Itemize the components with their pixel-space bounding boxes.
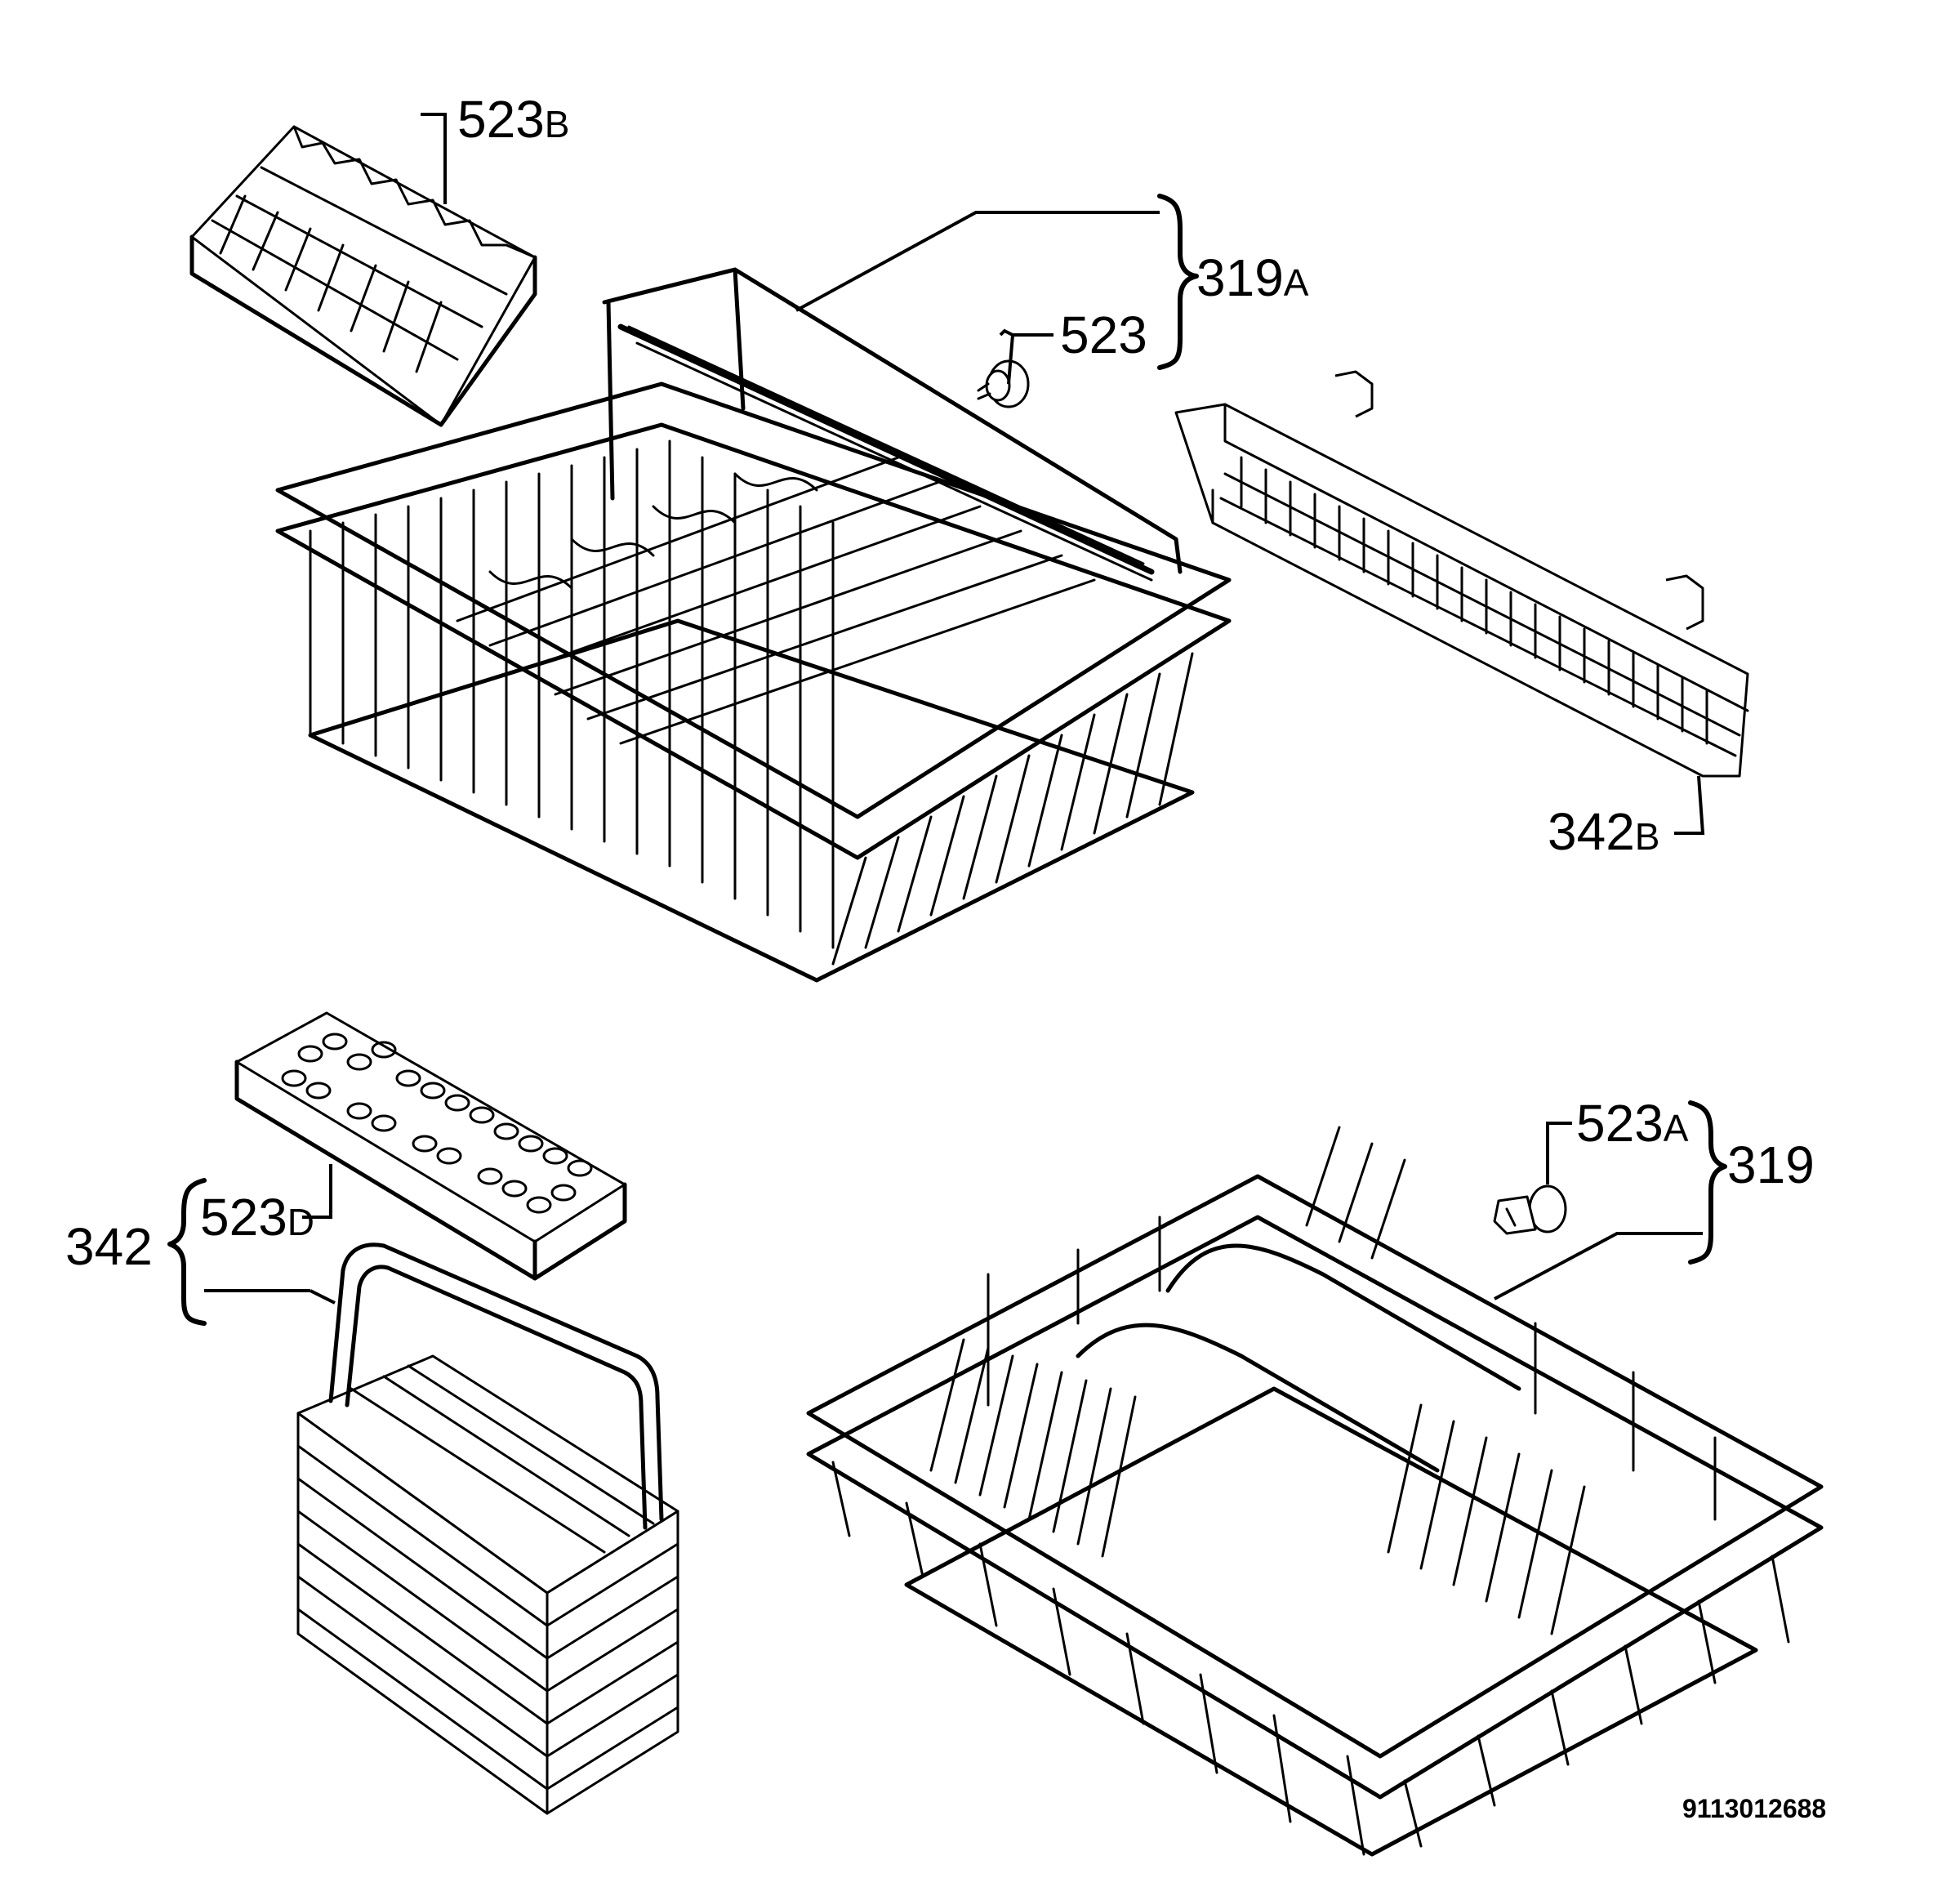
label-523: 523 [1060,306,1147,364]
part-319a-upper-basket [275,267,1232,983]
label-342: 342 [65,1217,153,1276]
label-523d: 523D [200,1188,314,1247]
label-523b: 523B [457,90,569,149]
leader-lines [204,113,1705,1305]
diagram-code: 9113012688 [1682,1794,1826,1823]
part-523a-wheel [1493,1184,1567,1235]
part-523d-cutlery-grid [234,1011,627,1281]
part-342b-cutlery-tray [1174,370,1749,778]
part-319-lower-basket [806,1126,1824,1857]
label-319: 319 [1727,1135,1815,1194]
part-342-cutlery-basket [296,1242,679,1815]
part-523b-cup-rack-insert [189,125,537,427]
label-523a: 523A [1576,1094,1689,1153]
label-342b: 342B [1548,802,1659,861]
label-319a: 319A [1196,248,1309,307]
braces [167,194,1727,1326]
part-523-wheel [977,359,1030,408]
